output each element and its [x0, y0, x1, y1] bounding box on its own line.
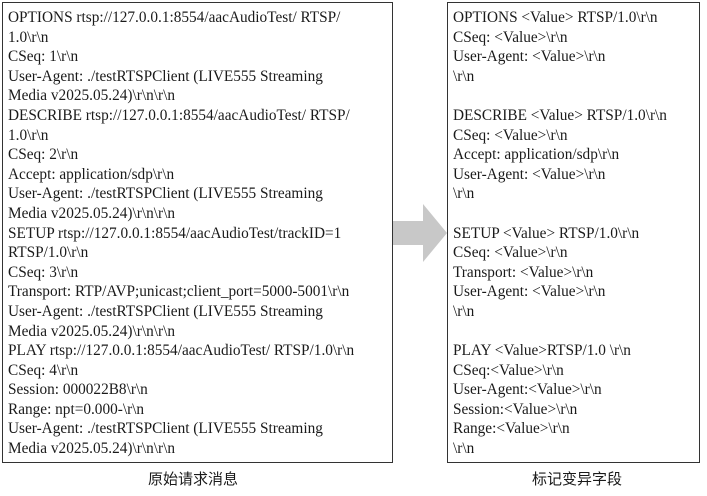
message-line: CSeq: 4\r\n	[8, 361, 79, 379]
message-line: User-Agent: ./testRTSPClient (LIVE555 St…	[8, 185, 323, 203]
message-line: Media v2025.05.24)\r\n\r\n	[8, 440, 175, 458]
message-line: User-Agent: <Value>\r\n	[453, 165, 606, 183]
message-line: CSeq: <Value>\r\n	[453, 244, 568, 262]
message-line: Accept: application/sdp\r\n	[8, 165, 175, 183]
message-line: CSeq: 2\r\n	[8, 146, 79, 164]
message-line: User-Agent: ./testRTSPClient (LIVE555 St…	[8, 302, 323, 320]
message-line: CSeq: <Value>\r\n	[453, 126, 568, 144]
message-line	[453, 86, 699, 106]
message-line: Media v2025.05.24)\r\n\r\n	[8, 87, 175, 105]
message-line: SETUP rtsp://127.0.0.1:8554/aacAudioTest…	[8, 224, 342, 242]
message-line: \r\n	[453, 185, 475, 203]
right-arrow-icon	[393, 204, 447, 262]
message-line: 1.0\r\n	[8, 126, 49, 144]
message-line: Range:<Value>\r\n	[453, 420, 570, 438]
message-line: User-Agent: ./testRTSPClient (LIVE555 St…	[8, 67, 323, 85]
message-line: User-Agent: <Value>\r\n	[453, 48, 606, 66]
message-line: Range: npt=0.000-\r\n	[8, 400, 145, 418]
message-line: SETUP <Value> RTSP/1.0\r\n	[453, 224, 640, 242]
original-request-box: OPTIONS rtsp://127.0.0.1:8554/aacAudioTe…	[2, 2, 393, 463]
message-line: DESCRIBE rtsp://127.0.0.1:8554/aacAudioT…	[8, 106, 350, 124]
message-line: Session:<Value>\r\n	[453, 400, 578, 418]
message-line: PLAY rtsp://127.0.0.1:8554/aacAudioTest/…	[8, 342, 355, 360]
message-line: Session: 000022B8\r\n	[8, 381, 148, 399]
message-line: CSeq: 1\r\n	[8, 48, 79, 66]
message-line: Transport: <Value>\r\n	[453, 263, 594, 281]
message-line: User-Agent:<Value>\r\n	[453, 381, 602, 399]
message-line: Media v2025.05.24)\r\n\r\n	[8, 322, 175, 340]
message-line: Transport: RTP/AVP;unicast;client_port=5…	[8, 283, 350, 301]
message-line: User-Agent: ./testRTSPClient (LIVE555 St…	[8, 420, 323, 438]
message-line: Accept: application/sdp\r\n	[453, 146, 620, 164]
original-caption: 原始请求消息	[148, 470, 239, 488]
message-line: CSeq: <Value>\r\n	[453, 28, 568, 46]
message-line: 1.0\r\n	[8, 28, 49, 46]
message-line: User-Agent: <Value>\r\n	[453, 283, 606, 301]
message-line: RTSP/1.0\r\n	[8, 244, 89, 262]
message-line: \r\n	[453, 67, 475, 85]
message-line: CSeq:<Value>\r\n	[453, 361, 564, 379]
message-line: OPTIONS rtsp://127.0.0.1:8554/aacAudioTe…	[8, 9, 341, 26]
message-line: DESCRIBE <Value> RTSP/1.0\r\n	[453, 106, 667, 124]
message-line: PLAY <Value>RTSP/1.0 \r\n	[453, 342, 631, 360]
message-line: OPTIONS <Value> RTSP/1.0\r\n	[453, 9, 658, 26]
message-line	[453, 322, 699, 342]
message-line: CSeq: 3\r\n	[8, 263, 79, 281]
message-line: \r\n	[453, 302, 475, 320]
message-line: Media v2025.05.24)\r\n\r\n	[8, 204, 175, 222]
message-line: \r\n	[453, 440, 475, 458]
message-line	[453, 204, 699, 224]
marked-caption: 标记变异字段	[532, 470, 623, 488]
